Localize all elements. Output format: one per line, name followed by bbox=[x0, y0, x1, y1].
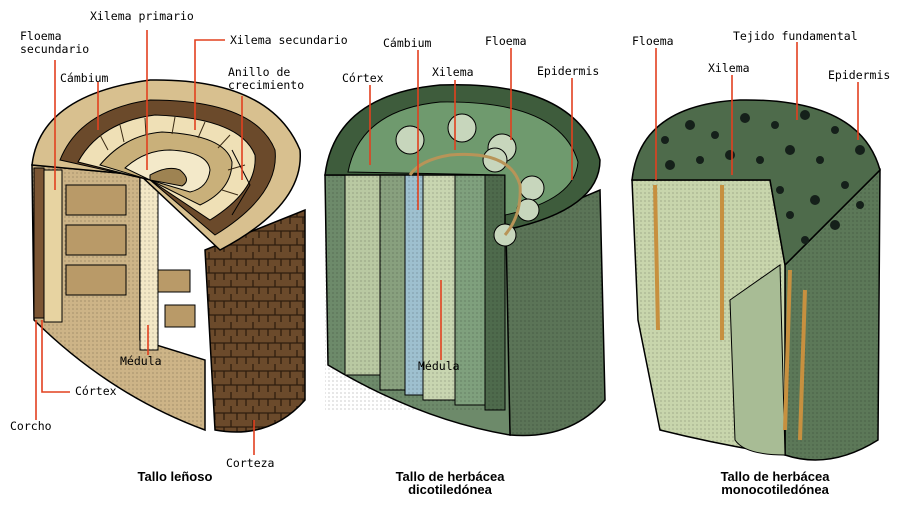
label-cortex-woody: Córtex bbox=[75, 385, 117, 398]
label-xilema-secundario: Xilema secundario bbox=[230, 34, 348, 47]
caption-tallo-monocot: Tallo de herbácea monocotiledónea bbox=[680, 470, 870, 496]
caption-tallo-dicot: Tallo de herbácea dicotiledónea bbox=[365, 470, 535, 496]
label-medula-dicot: Médula bbox=[418, 360, 460, 373]
label-floema-dicot: Floema bbox=[485, 35, 527, 48]
label-cambium-dicot: Cámbium bbox=[383, 37, 431, 50]
label-tejido-fundamental: Tejido fundamental bbox=[733, 30, 858, 43]
label-cortex-dicot: Córtex bbox=[342, 72, 384, 85]
label-corteza: Corteza bbox=[226, 457, 274, 470]
label-xilema-dicot: Xilema bbox=[432, 66, 474, 79]
label-epidermis-dicot: Epidermis bbox=[537, 65, 599, 78]
label-epidermis-monocot: Epidermis bbox=[828, 69, 890, 82]
label-floema-monocot: Floema bbox=[632, 35, 674, 48]
dicot-stem-illustration bbox=[325, 85, 605, 436]
monocot-stem-illustration bbox=[632, 100, 880, 460]
label-floema-secundario: Floema secundario bbox=[20, 30, 89, 56]
label-xilema-primario: Xilema primario bbox=[90, 10, 194, 23]
label-medula-woody: Médula bbox=[120, 355, 162, 368]
caption-tallo-lenoso: Tallo leñoso bbox=[110, 470, 240, 483]
label-cambium-woody: Cámbium bbox=[60, 72, 108, 85]
label-anillo-crecimiento: Anillo de crecimiento bbox=[228, 66, 304, 92]
label-corcho: Corcho bbox=[10, 420, 52, 433]
woody-stem-illustration bbox=[32, 80, 305, 432]
label-xilema-monocot: Xilema bbox=[708, 62, 750, 75]
